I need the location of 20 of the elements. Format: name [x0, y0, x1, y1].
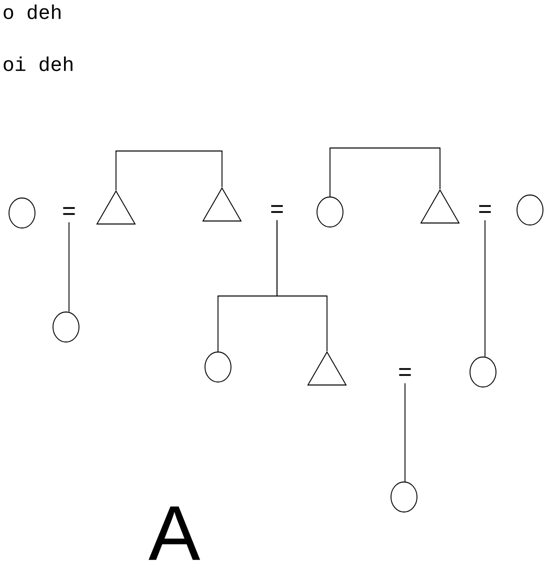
circle-symbol	[316, 196, 344, 228]
circle-symbol	[8, 198, 36, 228]
sibling-bracket	[116, 150, 222, 191]
marriage-sign: =	[63, 207, 75, 215]
circle-symbol	[52, 312, 80, 342]
text-line: oi deh	[4, 56, 72, 72]
descent-line	[68, 222, 70, 312]
marriage-sign: =	[271, 205, 283, 213]
circle-symbol	[390, 482, 418, 512]
marriage-sign: =	[399, 368, 411, 376]
descent-line	[404, 382, 406, 482]
marriage-sign: =	[479, 205, 491, 213]
sibling-bracket	[330, 148, 440, 197]
circle-symbol	[470, 356, 496, 388]
large-letter: A	[148, 506, 200, 560]
text-line: o deh	[4, 4, 60, 20]
circle-symbol	[516, 194, 544, 226]
descent-line	[484, 220, 486, 357]
circle-symbol	[204, 352, 232, 382]
descent-line	[276, 220, 328, 352]
